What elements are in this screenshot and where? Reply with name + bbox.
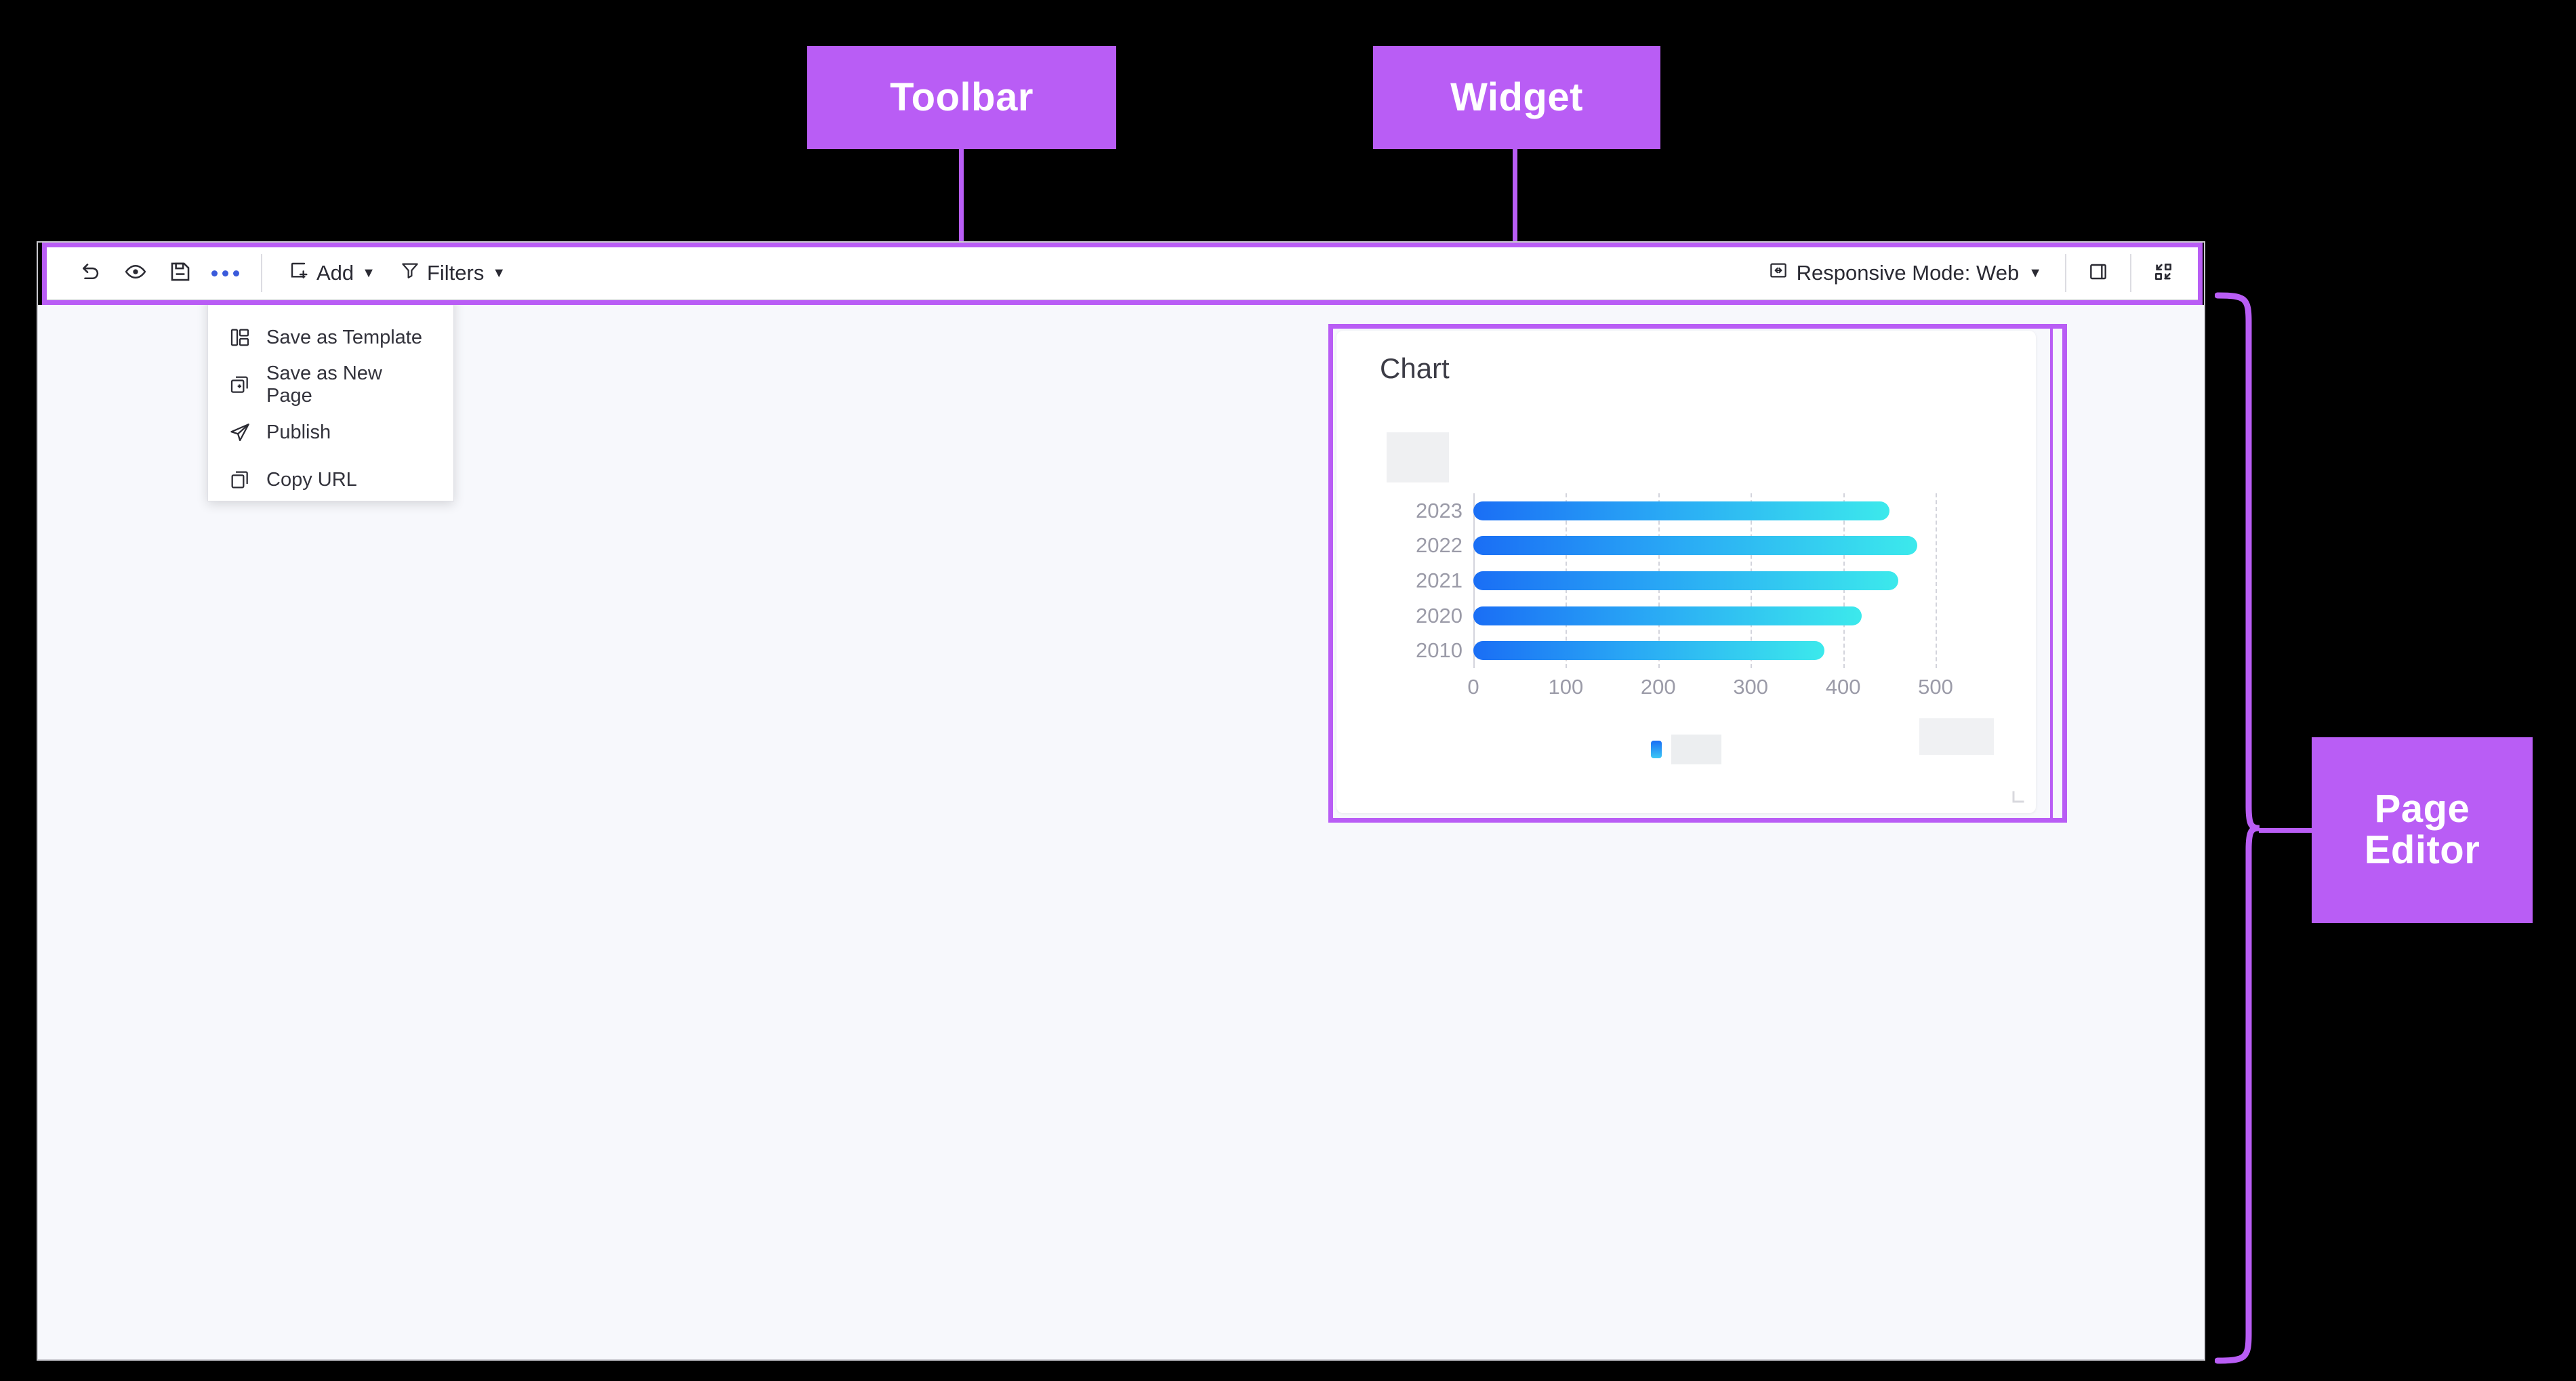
skeleton-placeholder — [1671, 735, 1721, 764]
responsive-mode-button[interactable]: Responsive Mode: Web ▼ — [1755, 251, 2056, 295]
chart-widget[interactable]: Chart 0 100 200 300 400 500 2023 2022 2021 2020 20… — [1336, 331, 2036, 813]
menu-item-label: Copy URL — [266, 468, 357, 491]
toolbar-divider — [2130, 254, 2131, 292]
chevron-down-icon: ▼ — [362, 266, 375, 281]
menu-item-save-as-template[interactable]: Save as Template — [208, 314, 453, 361]
x-axis-tick-label: 100 — [1548, 675, 1584, 699]
page-editor-callout-label: Page Editor — [2312, 737, 2533, 923]
toolbar-left-group: Add ▼ Filters ▼ — [47, 251, 518, 295]
widget-callout-label: Widget — [1373, 46, 1660, 149]
more-options-button[interactable] — [203, 251, 247, 295]
x-axis-tick-label: 200 — [1640, 675, 1676, 699]
page-editor-brace — [2215, 292, 2260, 1364]
filters-menu-button[interactable]: Filters ▼ — [388, 251, 518, 295]
save-icon — [169, 260, 192, 287]
toolbar-divider — [261, 254, 262, 292]
more-options-icon — [211, 270, 239, 276]
chevron-down-icon: ▼ — [2028, 266, 2042, 281]
chart-bar[interactable] — [1473, 501, 1889, 520]
add-menu-button[interactable]: Add ▼ — [276, 251, 388, 295]
widget-selection-inner-line — [2050, 329, 2053, 818]
x-axis-tick-label: 0 — [1467, 675, 1479, 699]
add-icon — [288, 260, 310, 287]
skeleton-placeholder — [1919, 718, 1994, 755]
eye-icon — [124, 260, 147, 287]
resize-handle[interactable] — [2011, 790, 2025, 804]
save-button[interactable] — [158, 251, 203, 295]
toolbar-right-group: Responsive Mode: Web ▼ — [1755, 251, 2198, 295]
bar-chart: 0 100 200 300 400 500 2023 2022 2021 2020 2010 — [1372, 493, 2016, 699]
x-axis-tick-label: 400 — [1825, 675, 1861, 699]
fullscreen-button[interactable] — [2141, 251, 2186, 295]
page-editor — [37, 241, 2205, 1361]
y-axis-tick-label: 2020 — [1416, 603, 1463, 627]
page-editor-label-line2: Editor — [2364, 828, 2480, 872]
widget-selection-outline — [1328, 324, 2067, 823]
widget-callout-connector — [1513, 149, 1517, 324]
menu-item-label: Save as Template — [266, 326, 422, 348]
menu-item-label: Save as New Page — [266, 363, 382, 407]
filters-label: Filters — [426, 261, 485, 285]
widget-title: Chart — [1380, 352, 1450, 384]
toolbar-callout-label: Toolbar — [807, 46, 1116, 149]
menu-item-copy-url[interactable]: Copy URL — [208, 456, 453, 503]
chart-plot-area: 0 100 200 300 400 500 2023 2022 2021 2020 2010 — [1416, 493, 1953, 699]
chevron-down-icon: ▼ — [492, 266, 506, 281]
preview-button[interactable] — [113, 251, 158, 295]
side-panel-icon — [2087, 261, 2109, 286]
copy-plus-icon — [228, 373, 251, 396]
send-icon — [228, 421, 251, 444]
undo-button[interactable] — [68, 251, 113, 295]
chart-bar[interactable] — [1473, 571, 1899, 590]
toolbar: Add ▼ Filters ▼ — [47, 247, 2198, 300]
menu-item-publish[interactable]: Publish — [208, 409, 453, 456]
panel-toggle-button[interactable] — [2076, 251, 2121, 295]
more-options-dropdown[interactable]: Save as Template Save as New Page Publis… — [207, 294, 454, 501]
skeleton-placeholder — [1387, 432, 1449, 482]
toolbar-selection-outline: Add ▼ Filters ▼ — [42, 243, 2203, 305]
chart-legend — [1336, 735, 2036, 764]
menu-item-save-as-new-page[interactable]: Save as New Page — [208, 361, 453, 409]
undo-icon — [79, 260, 102, 287]
responsive-icon — [1768, 260, 1788, 286]
fullscreen-icon — [2152, 261, 2174, 286]
chart-bar[interactable] — [1473, 606, 1862, 625]
responsive-mode-label: Responsive Mode: Web — [1796, 261, 2020, 285]
menu-item-label: Publish — [266, 421, 331, 443]
y-axis-tick-label: 2022 — [1416, 533, 1463, 558]
page-editor-label-line1: Page — [2374, 787, 2470, 831]
chart-bar[interactable] — [1473, 536, 1917, 556]
legend-color-swatch — [1651, 741, 1662, 758]
toolbar-divider — [2065, 254, 2066, 292]
filter-icon — [400, 260, 420, 286]
toolbar-callout-connector — [959, 149, 964, 243]
x-axis-tick-label: 500 — [1918, 675, 1953, 699]
copy-icon — [228, 468, 251, 491]
y-axis-tick-label: 2023 — [1416, 498, 1463, 522]
add-label: Add — [316, 261, 354, 285]
chart-bar[interactable] — [1473, 641, 1825, 661]
y-axis-tick-label: 2021 — [1416, 569, 1463, 592]
chart-gridline — [1936, 493, 1937, 668]
x-axis-tick-label: 300 — [1733, 675, 1769, 699]
y-axis-tick-label: 2010 — [1416, 638, 1463, 663]
template-icon — [228, 326, 251, 349]
page-editor-callout-connector — [2259, 828, 2317, 833]
